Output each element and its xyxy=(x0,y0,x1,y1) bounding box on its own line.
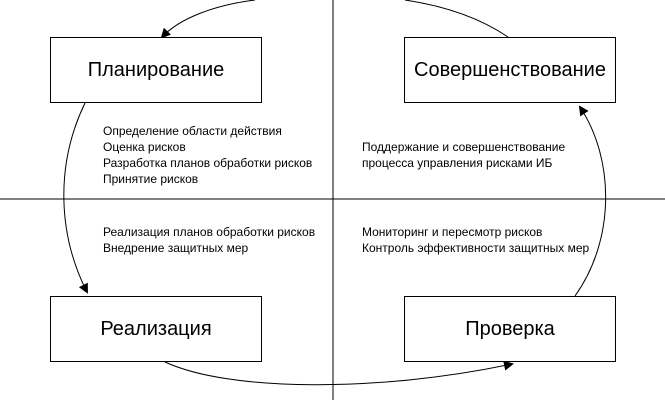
check-box: Проверка xyxy=(404,296,616,362)
improvement-box: Совершенствование xyxy=(404,37,616,103)
implementation-step: Реализация планов обработки рисков xyxy=(103,225,316,239)
arrow-top-to-planning xyxy=(160,0,256,39)
check-label: Проверка xyxy=(465,317,555,340)
planning-step: Принятие рисков xyxy=(103,172,199,186)
arrow-check-to-improvement xyxy=(574,105,607,297)
planning-step: Определение области действия xyxy=(103,124,282,138)
arrow-improvement-to-top xyxy=(404,0,509,38)
arrow-implementation-to-check xyxy=(164,360,514,386)
improvement-steps: Поддержание и совершенствование процесса… xyxy=(362,139,565,171)
check-step: Контроль эффективности защитных мер xyxy=(362,241,590,255)
check-step: Мониторинг и пересмотр рисков xyxy=(362,225,543,239)
planning-box: Планирование xyxy=(50,37,262,103)
arrow-planning-to-implementation xyxy=(63,102,88,294)
implementation-step: Внедрение защитных мер xyxy=(103,241,249,255)
implementation-steps: Реализация планов обработки рисков Внедр… xyxy=(103,224,315,256)
planning-step: Разработка планов обработки рисков xyxy=(103,156,313,170)
planning-steps: Определение области действия Оценка риск… xyxy=(103,123,312,187)
planning-label: Планирование xyxy=(87,58,225,81)
improvement-step: Поддержание и совершенствование xyxy=(362,140,566,154)
check-steps: Мониторинг и пересмотр рисков Контроль э… xyxy=(362,224,589,256)
planning-step: Оценка рисков xyxy=(103,140,186,154)
improvement-step: процесса управления рисками ИБ xyxy=(362,156,553,170)
improvement-label: Совершенствование xyxy=(414,58,606,81)
implementation-label: Реализация xyxy=(100,317,212,340)
implementation-box: Реализация xyxy=(50,296,262,362)
